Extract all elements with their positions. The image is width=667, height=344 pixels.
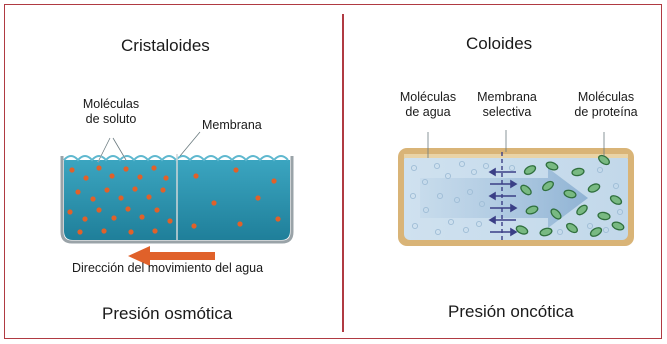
water-label-line2: de agua	[405, 105, 451, 119]
protein-label-line2: de proteína	[574, 105, 638, 119]
protein-molecules-label: Moléculas de proteína	[564, 90, 648, 120]
crystalloid-water-surface	[63, 155, 289, 162]
oncotic-pressure-label: Presión oncótica	[448, 302, 574, 321]
solute-molecules-label: Moléculas de soluto	[71, 97, 151, 127]
colloid-container	[398, 130, 634, 246]
solute-label-line1: Moléculas	[82, 97, 140, 111]
water-label-line1: Moléculas	[399, 90, 457, 104]
membrane-transit-arrows	[488, 167, 518, 237]
water-molecules	[409, 160, 624, 236]
colloids-title: Coloides	[466, 34, 533, 53]
crystalloids-title: Cristaloides	[121, 36, 210, 55]
crystalloid-beaker	[60, 131, 294, 244]
protein-label-line1: Moléculas	[577, 90, 635, 104]
water-molecules-label: Moléculas de agua	[390, 90, 466, 120]
panel-divider	[342, 14, 344, 332]
water-flow-caption: Dirección del movimiento del agua	[72, 261, 264, 275]
membrane-label-line2: selectiva	[482, 105, 532, 119]
solute-molecules	[67, 165, 281, 235]
crystalloid-membrane-label: Membrana	[202, 118, 262, 132]
membrane-label-line1: Membrana	[477, 90, 537, 104]
solute-label-line2: de soluto	[85, 112, 137, 126]
osmotic-pressure-label: Presión osmótica	[102, 304, 233, 323]
protein-molecules	[515, 154, 625, 237]
water-flow-arrow	[128, 246, 215, 266]
selective-membrane-label: Membrana selectiva	[474, 90, 540, 120]
